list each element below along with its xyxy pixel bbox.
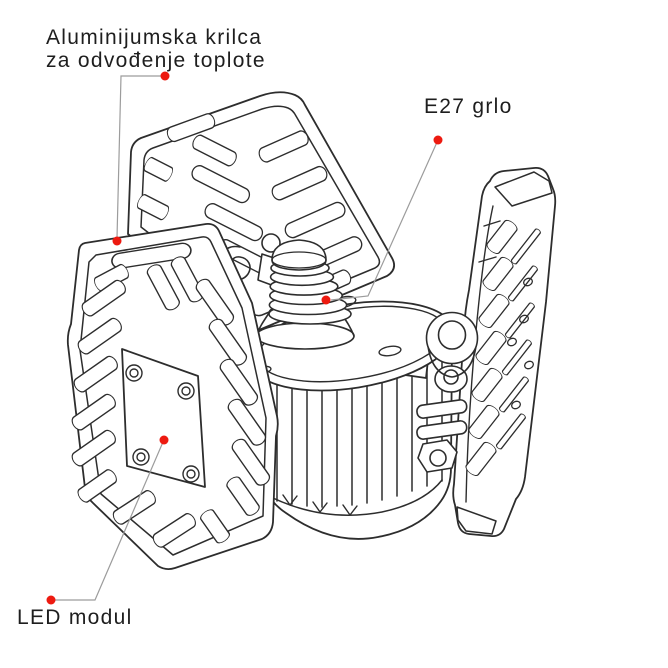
marker-dot: [112, 236, 122, 246]
left-panel-inner-frame: [79, 236, 267, 556]
label-e27-socket: E27 grlo: [424, 95, 513, 118]
marker-dot: [46, 595, 56, 605]
leader-line-socket: [330, 139, 439, 301]
screw-hole: [182, 465, 200, 483]
base-flare-bottom: [255, 322, 355, 350]
leader-line-led: [51, 441, 164, 601]
top-panel-inner-frame: [140, 105, 381, 317]
screw-boss: [507, 337, 517, 347]
screw-hole: [125, 364, 143, 382]
rim-notches: [282, 494, 358, 516]
screw-boss: [519, 314, 529, 324]
hinge-pin: [261, 233, 281, 253]
knuckle-bar: [416, 399, 468, 419]
screw-hole: [177, 382, 195, 400]
bottom-rim-arc: [260, 479, 443, 516]
screw-boss: [524, 360, 534, 370]
right-panel-outline: [452, 167, 557, 538]
screw-boss: [511, 400, 521, 410]
label-aluminium-fins: Aluminijumska krilca za odvođenje toplot…: [46, 26, 266, 72]
screw-hole-inner: [181, 386, 191, 396]
right-hinge-assembly: [416, 311, 479, 473]
contact-dome-rim: [271, 251, 327, 269]
knuckle-bar: [416, 420, 468, 440]
marker-dot: [433, 135, 443, 145]
hex-bolt-hole: [429, 449, 447, 467]
left-led-panel: [66, 222, 279, 571]
right-panel-bottom-face: [456, 506, 497, 535]
screw-boss: [523, 277, 533, 287]
cap-vent-hole: [378, 345, 402, 357]
marker-dot: [160, 71, 170, 81]
marker-dot: [321, 295, 331, 305]
hinge-ring-thickness: [427, 345, 477, 378]
callouts: [46, 71, 443, 605]
leader-line-fins: [116, 75, 165, 239]
right-panel-top-face: [494, 171, 553, 207]
hinge-ring-hole: [437, 320, 467, 350]
right-led-panel: [452, 167, 557, 538]
label-aluminium-fins-line1: Aluminijumska krilca: [46, 26, 263, 49]
marker-dot: [159, 435, 169, 445]
screw-hole-inner: [136, 452, 146, 462]
plate-screws: [125, 364, 200, 483]
screw-hole-inner: [186, 469, 196, 479]
screw-hole: [132, 448, 150, 466]
right-panel-chamfer-lines: [478, 220, 501, 263]
screw-hole-inner: [129, 368, 139, 378]
label-led-module: LED modul: [17, 606, 133, 629]
label-aluminium-fins-line2: za odvođenje toplote: [46, 49, 266, 72]
